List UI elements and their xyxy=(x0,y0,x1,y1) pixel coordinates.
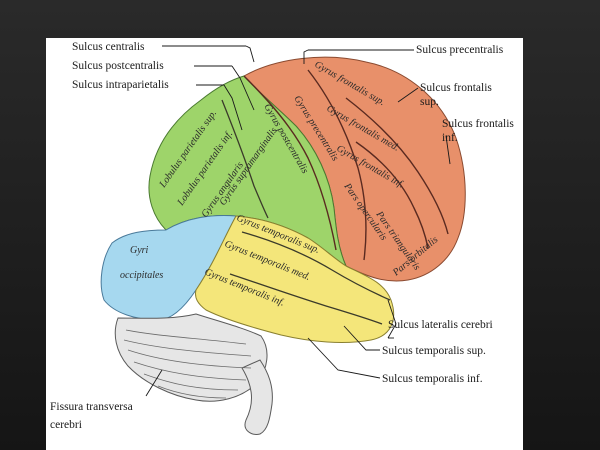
label-sulcus-temporalis-sup: Sulcus temporalis sup. xyxy=(382,345,486,357)
brainstem xyxy=(241,359,273,435)
label-sulcus-frontalis-inf-2: inf. xyxy=(442,132,458,144)
outer-labels: Sulcus centralis Sulcus postcentralis Su… xyxy=(50,41,514,431)
label-fissura-transversa-2: cerebri xyxy=(50,419,82,431)
label-sulcus-lateralis: Sulcus lateralis cerebri xyxy=(388,319,493,331)
label-fissura-transversa-1: Fissura transversa xyxy=(50,401,133,413)
sulci-lines xyxy=(221,69,449,325)
diagram-panel: Gyri occipitales Gyrus temporalis sup. G… xyxy=(46,38,523,450)
label-sulcus-postcentralis: Sulcus postcentralis xyxy=(72,60,164,72)
label-sulcus-centralis: Sulcus centralis xyxy=(72,41,145,53)
cerebellum-folia xyxy=(123,329,252,399)
brain-diagram: Gyri occipitales Gyrus temporalis sup. G… xyxy=(50,41,514,435)
gyri-occipitales-label-2: occipitales xyxy=(120,270,163,281)
cerebellum xyxy=(114,313,268,402)
label-sulcus-intraparietalis: Sulcus intraparietalis xyxy=(72,79,169,91)
label-sulcus-frontalis-sup-1: Sulcus frontalis xyxy=(420,82,492,94)
label-sulcus-frontalis-sup-2: sup. xyxy=(420,96,439,108)
gyri-occipitales-label-1: Gyri xyxy=(130,245,149,256)
label-sulcus-precentralis: Sulcus precentralis xyxy=(416,44,504,56)
label-sulcus-temporalis-inf: Sulcus temporalis inf. xyxy=(382,373,483,385)
label-sulcus-frontalis-inf-1: Sulcus frontalis xyxy=(442,118,514,130)
leader-lines xyxy=(145,45,451,397)
